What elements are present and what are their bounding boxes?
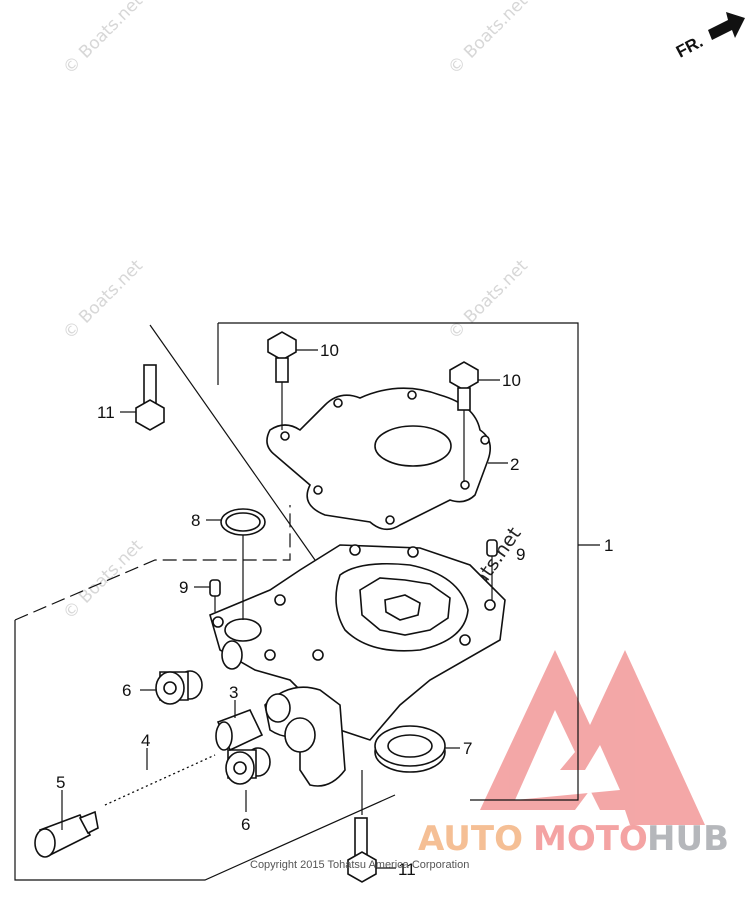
sleeve-part-3	[215, 708, 264, 752]
callout-6b: 6	[241, 815, 250, 834]
callout-11b: 11	[398, 860, 416, 879]
arrow-right-icon	[708, 12, 745, 40]
callout-9b: 9	[516, 545, 525, 564]
callout-2: 2	[510, 455, 519, 474]
oil-pump-body	[209, 544, 506, 787]
logo-inner-cut	[515, 710, 620, 800]
plunger-part-5	[34, 810, 99, 858]
callout-5: 5	[56, 773, 65, 792]
oring-seat	[224, 618, 262, 642]
dowel-pin-part-9	[486, 539, 498, 557]
callout-11a: 11	[97, 403, 115, 422]
brand-logo	[480, 650, 705, 825]
callout-6a: 6	[122, 681, 131, 700]
watermark-text: © Boats.net	[444, 0, 532, 79]
dowel-pin-part-9	[209, 579, 221, 597]
copyright-notice: Copyright 2015 Tohatsu America Corporati…	[250, 859, 469, 871]
watermark-text: © Boats.net	[59, 0, 147, 79]
brand-wordmark: AUTO MOTO HUB	[418, 819, 729, 859]
brand-moto: MOTO	[533, 819, 648, 859]
callout-3: 3	[229, 683, 238, 702]
callout-1: 1	[604, 536, 613, 555]
callout-4: 4	[141, 731, 150, 750]
gasket-part-2	[266, 387, 491, 531]
logo-triangle-icon	[480, 650, 705, 825]
plug-part-6	[155, 670, 203, 705]
watermark-text: © Boats.net	[444, 256, 532, 344]
plug-part-6	[225, 747, 271, 785]
callout-labels: 1 2 3 4 5 6 6 7 8 9 9 10 10 11 11	[56, 341, 613, 879]
callout-leaders	[61, 349, 508, 869]
pump-inner-rotor	[384, 594, 421, 621]
watermark-layer: © Boats.net © Boats.net © Boats.net © Bo…	[59, 0, 532, 631]
callout-10a: 10	[320, 341, 339, 360]
callout-8: 8	[191, 511, 200, 530]
brand-hub: HUB	[647, 819, 729, 859]
bolt-part-10	[449, 361, 479, 482]
watermark-text: © Boats.net	[59, 256, 147, 344]
callout-10b: 10	[502, 371, 521, 390]
callout-9a: 9	[179, 578, 188, 597]
bolt-part-11	[135, 364, 165, 431]
bolt-part-10	[267, 331, 297, 430]
oil-seal-part-7	[374, 725, 446, 773]
spring-part-4	[104, 754, 216, 806]
assembly-outline	[14, 322, 600, 881]
front-direction-indicator: FR.	[673, 12, 745, 62]
watermark-text: © Boats.net	[59, 536, 147, 624]
brand-auto: AUTO	[418, 819, 523, 859]
bolt-part-11	[347, 770, 377, 883]
direction-label: FR.	[673, 32, 706, 62]
callout-7: 7	[463, 739, 472, 758]
gasket-port-hole	[374, 425, 452, 467]
